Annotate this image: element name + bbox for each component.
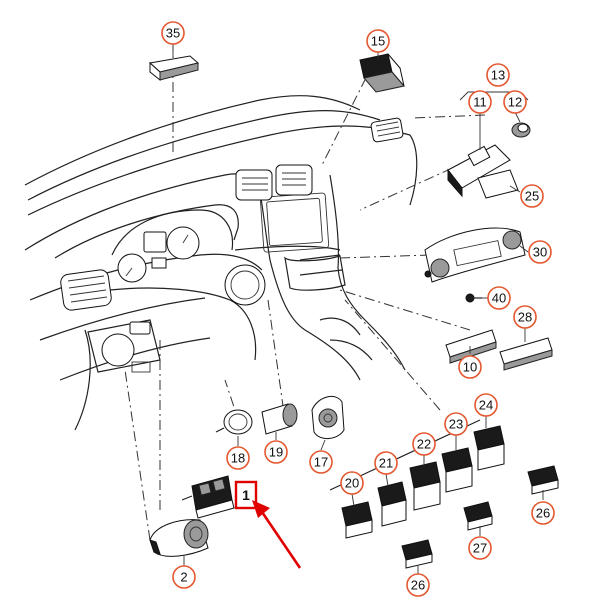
callout-21: 21 [374, 451, 398, 475]
svg-text:19: 19 [269, 445, 283, 460]
callout-17: 17 [309, 450, 333, 474]
part-20-switch [341, 501, 373, 539]
callout-26-bottom: 26 [406, 573, 430, 597]
svg-text:26: 26 [536, 506, 550, 521]
callout-23: 23 [444, 412, 468, 436]
svg-text:21: 21 [379, 456, 393, 471]
part-1-switch [181, 475, 235, 519]
callout-19: 19 [264, 440, 288, 464]
svg-text:25: 25 [525, 189, 539, 204]
left-vent [60, 269, 112, 311]
svg-text:40: 40 [492, 291, 506, 306]
callout-11: 11 [468, 90, 492, 114]
svg-text:20: 20 [345, 476, 359, 491]
part-26-cap-bottom [401, 539, 433, 569]
svg-text:24: 24 [479, 398, 493, 413]
callout-18: 18 [226, 446, 250, 470]
callout-12: 12 [503, 90, 527, 114]
svg-text:15: 15 [371, 34, 385, 49]
callout-28: 28 [513, 305, 537, 329]
svg-text:11: 11 [473, 95, 487, 110]
part-35-cap [148, 55, 200, 82]
callout-2: 2 [172, 565, 196, 589]
svg-text:22: 22 [417, 437, 431, 452]
svg-text:26: 26 [411, 578, 425, 593]
svg-text:10: 10 [463, 360, 477, 375]
part-12-knob [511, 122, 531, 138]
part-27-cap [463, 501, 493, 531]
svg-text:17: 17 [314, 455, 328, 470]
svg-text:30: 30 [533, 245, 547, 260]
part-24-switch [473, 425, 505, 471]
center-vents [235, 164, 313, 201]
switch-blocks [329, 419, 505, 539]
callout-1-highlighted: 1 [234, 480, 258, 510]
part-2-rotary-switch [149, 519, 209, 557]
part-18-ring [215, 409, 253, 435]
svg-text:27: 27 [473, 541, 487, 556]
part-23-switch [441, 447, 473, 493]
svg-text:23: 23 [449, 417, 463, 432]
part-17-ignition-bezel [311, 395, 345, 439]
instrument-cluster [111, 209, 234, 283]
right-vent [370, 117, 404, 143]
callout-10: 10 [458, 355, 482, 379]
lower-left-panel [87, 319, 161, 373]
part-25-cover [477, 169, 519, 199]
dash-speaker [224, 264, 266, 306]
callout-22: 22 [412, 432, 436, 456]
callout-leaders [172, 43, 544, 574]
callout-26-right: 26 [531, 501, 555, 525]
callout-35: 35 [161, 21, 185, 45]
callout-30: 30 [528, 240, 552, 264]
svg-text:1: 1 [242, 487, 250, 503]
callout-15: 15 [366, 29, 390, 53]
svg-text:2: 2 [180, 570, 187, 585]
part-15-switch [359, 53, 405, 93]
callout-40: 40 [487, 286, 511, 310]
svg-text:28: 28 [518, 310, 532, 325]
pointer-arrow [252, 500, 302, 569]
part-21-switch [377, 481, 407, 527]
leader-lines [124, 42, 486, 541]
part-22-switch [409, 461, 441, 511]
svg-text:35: 35 [166, 26, 180, 41]
callout-27: 27 [468, 536, 492, 560]
svg-text:18: 18 [231, 451, 245, 466]
dashboard-outline [24, 95, 418, 431]
part-30-climate-panel [424, 227, 526, 283]
part-11-switch-housing [447, 144, 511, 198]
part-26-cap-right [527, 465, 559, 495]
part-19-lock-cylinder [261, 403, 298, 435]
part-40-screw [465, 293, 482, 303]
part-28-switch-strip [499, 337, 553, 371]
callout-20: 20 [340, 471, 364, 495]
callout-13: 13 [486, 63, 510, 87]
callout-25: 25 [520, 184, 544, 208]
svg-text:12: 12 [508, 95, 522, 110]
svg-text:13: 13 [491, 68, 505, 83]
part-10-switch-strip [445, 329, 497, 364]
callout-24: 24 [474, 393, 498, 417]
